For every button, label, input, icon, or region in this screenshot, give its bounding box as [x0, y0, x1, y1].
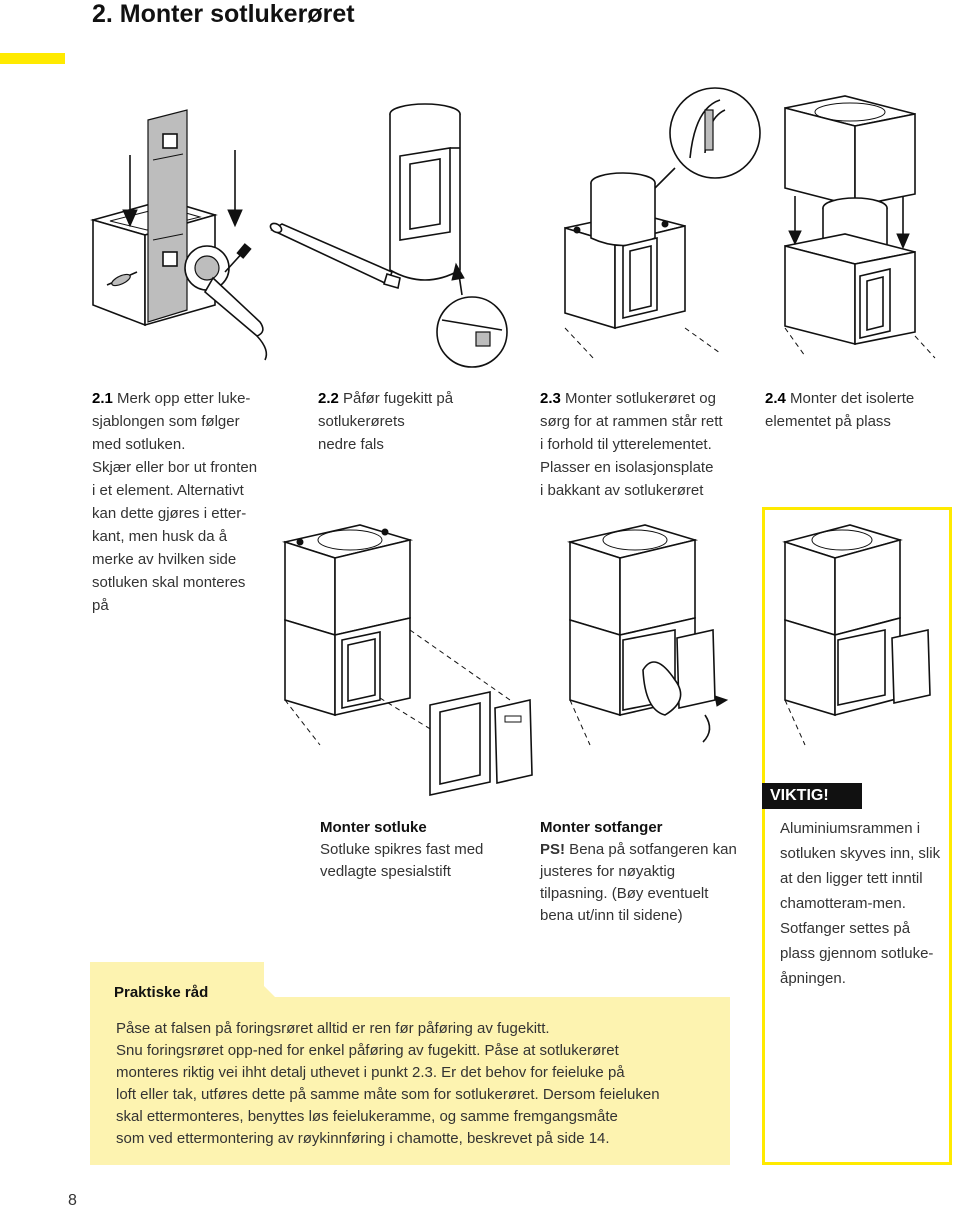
illustration-cut-template — [90, 109, 268, 361]
caption-title: Monter sotfanger — [540, 819, 663, 836]
tips-title: Praktiske råd — [90, 962, 264, 1001]
illustration-finished-soot-door — [782, 524, 931, 746]
step-2-3: 2.3 Monter sotlukerøret og sørg for at r… — [540, 387, 755, 502]
step-text: Påfør fugekitt på sotlukerørets nedre fa… — [318, 390, 454, 453]
caption-title: Monter sotluke — [320, 819, 427, 836]
ps-label: PS! — [540, 841, 566, 858]
important-label: VIKTIG! — [762, 783, 862, 809]
step-2-2: 2.2 Påfør fugekitt på sotlukerørets nedr… — [318, 387, 508, 456]
tips-box — [90, 997, 730, 1165]
tips-body: Påse at falsen på foringsrøret alltid er… — [116, 1020, 660, 1147]
step-number: 2.1 — [92, 390, 113, 407]
page-title: 2. Monter sotlukerøret — [92, 0, 355, 28]
caption-text: Sotluke spikres fast med vedlagte spesia… — [320, 841, 484, 880]
tips-tab-corner — [240, 962, 276, 998]
step-number: 2.2 — [318, 390, 339, 407]
step-number: 2.4 — [765, 390, 786, 407]
step-2-4: 2.4 Monter det isolerte elementet på pla… — [765, 387, 955, 433]
illustration-soot-pipe — [389, 103, 508, 368]
step-text: Monter sotlukerøret og sørg for at ramme… — [540, 390, 723, 499]
step-number: 2.3 — [540, 390, 561, 407]
illustration-stack-elements — [784, 95, 936, 359]
illustration-pipe-in-block — [564, 87, 761, 361]
step-text: Monter det isolerte elementet på plass — [765, 390, 915, 430]
illustration-mount-soot-catcher — [566, 524, 729, 746]
important-box — [762, 507, 952, 1165]
caption-sotfanger: Monter sotfanger PS! Bena på sotfangeren… — [540, 817, 740, 927]
caption-text: Bena på sotfangeren kan justeres for nøy… — [540, 841, 737, 924]
caption-sotluke: Monter sotluke Sotluke spikres fast med … — [320, 817, 510, 883]
accent-bar — [0, 53, 65, 64]
step-text: Merk opp etter luke- sjablongen som følg… — [92, 390, 258, 614]
page-number: 8 — [68, 1192, 77, 1209]
step-2-1: 2.1 Merk opp etter luke- sjablongen som … — [92, 387, 272, 617]
illustration-mount-soot-door — [281, 524, 533, 796]
important-text: Aluminiumsrammen i sotluken skyves inn, … — [780, 820, 941, 987]
